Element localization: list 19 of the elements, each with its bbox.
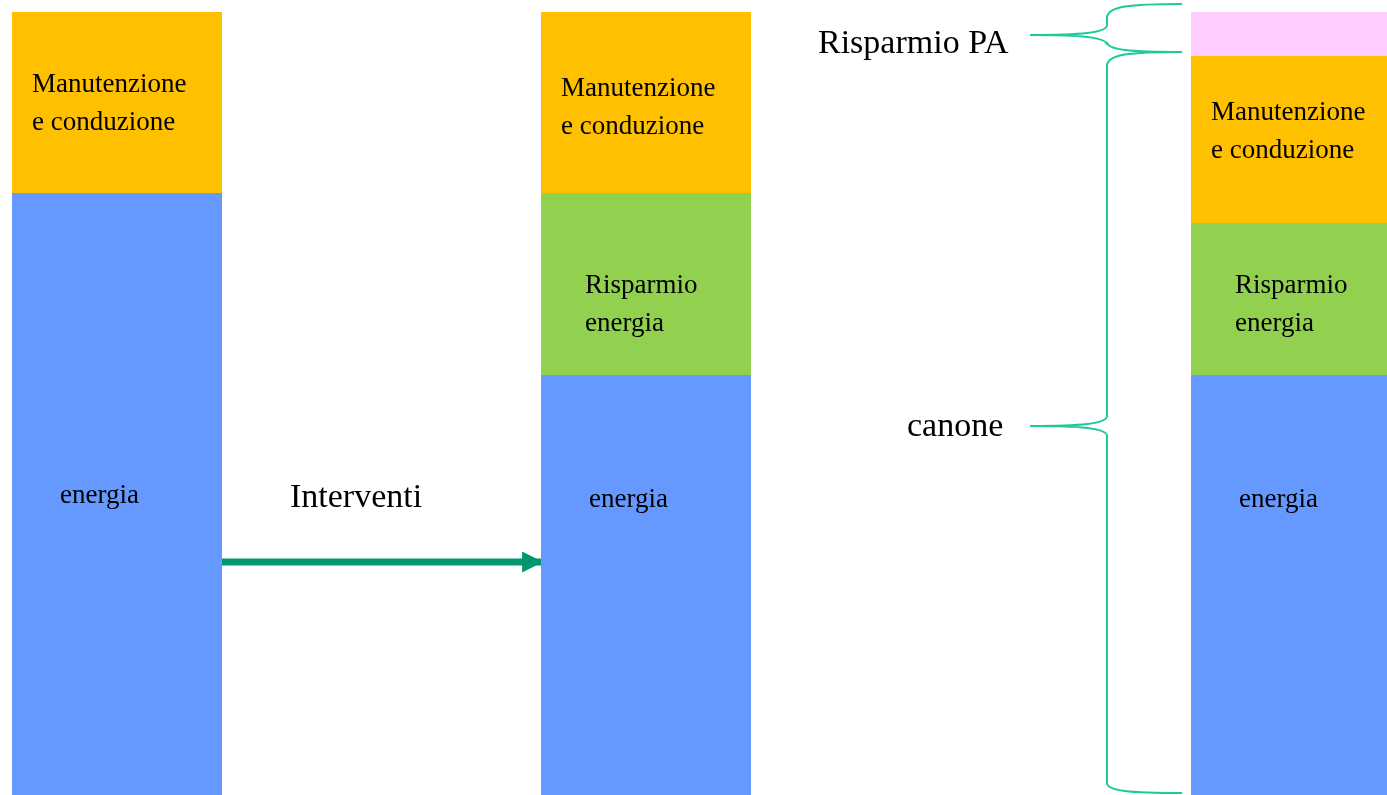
segment-label: energia [60,478,140,511]
bracket-label: canone [907,405,1004,445]
bracket-label: Risparmio PA [818,22,1009,62]
segment-label: Manutenzione e conduzione [1211,95,1367,166]
segment-label: Risparmio energia [1235,268,1349,339]
segment-label: energia [1239,482,1319,515]
bar-segment [1191,56,1387,223]
bar-segment [12,12,222,193]
bar-segment [1191,375,1387,795]
segment-label: Manutenzione e conduzione [561,71,717,142]
bar-segment [12,193,222,795]
segment-label: Risparmio energia [585,268,699,339]
bar-segment [541,12,751,193]
bar-segment [1191,223,1387,375]
segment-label: energia [589,482,669,515]
segment-label: Manutenzione e conduzione [32,67,188,138]
bar-segment [541,193,751,375]
bar-segment [541,375,751,795]
bar-segment [1191,12,1387,56]
